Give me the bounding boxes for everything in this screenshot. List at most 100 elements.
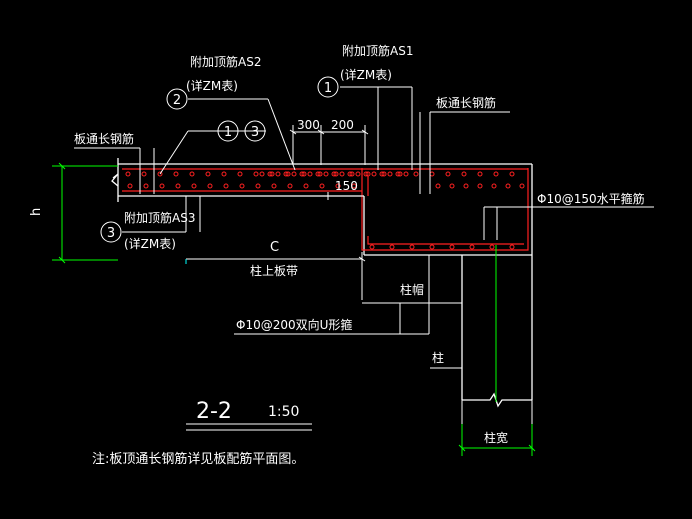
rebar-dot bbox=[291, 171, 297, 177]
rebar-dot bbox=[395, 171, 401, 177]
rebar-dot bbox=[127, 183, 133, 189]
rebar-dot bbox=[509, 171, 515, 177]
rebar-dot bbox=[379, 171, 385, 177]
callout-2-text: 2 bbox=[173, 93, 181, 108]
rebar-dot bbox=[275, 171, 281, 177]
rebar-dot bbox=[381, 171, 387, 177]
rebar-dot bbox=[299, 171, 305, 177]
label-add-top-as2: 附加顶筋AS2 bbox=[190, 54, 261, 69]
rebar-dot bbox=[239, 183, 245, 189]
rebar-dot bbox=[389, 244, 395, 250]
label-u-hoop: Φ10@200双向U形箍 bbox=[236, 317, 352, 332]
dim-c: C bbox=[270, 240, 279, 255]
rebar-dot bbox=[403, 171, 409, 177]
rebar-dot bbox=[509, 244, 515, 250]
rebar-dot bbox=[317, 171, 323, 177]
concrete-outline bbox=[111, 158, 533, 408]
rebar-dot bbox=[237, 171, 243, 177]
label-col-cap: 柱帽 bbox=[400, 282, 424, 297]
rebar-dot bbox=[449, 183, 455, 189]
section-title: 2-2 bbox=[196, 399, 232, 424]
rebar-dot bbox=[463, 183, 469, 189]
rebar-dot bbox=[283, 171, 289, 177]
rebar-dot bbox=[477, 183, 483, 189]
rebar-dot bbox=[519, 183, 525, 189]
rebar-dot bbox=[287, 183, 293, 189]
label-column: 柱 bbox=[432, 350, 444, 365]
rebar-dot bbox=[429, 171, 435, 177]
rebar-dot bbox=[365, 171, 371, 177]
rebar-dot bbox=[387, 171, 393, 177]
rebar-dot bbox=[347, 171, 353, 177]
dim-300: 300 bbox=[297, 118, 320, 132]
rebar-dot bbox=[413, 171, 419, 177]
callout-3-text: 3 bbox=[107, 226, 115, 241]
rebar-dot bbox=[319, 183, 325, 189]
rebar-dot bbox=[271, 183, 277, 189]
callout-13-a-text: 1 bbox=[224, 125, 232, 140]
label-slab-long-right: 板通长钢筋 bbox=[436, 95, 496, 110]
rebar-dot bbox=[143, 183, 149, 189]
rebar-dot bbox=[307, 171, 313, 177]
dim-200: 200 bbox=[331, 118, 354, 132]
rebar-dot bbox=[429, 244, 435, 250]
rebar-dot bbox=[125, 171, 131, 177]
rebar-dot bbox=[445, 171, 451, 177]
rebar-dot bbox=[371, 171, 377, 177]
rebar-dot bbox=[159, 183, 165, 189]
rebar-dot bbox=[409, 244, 415, 250]
rebar-dot bbox=[397, 171, 403, 177]
section-scale: 1:50 bbox=[268, 404, 299, 420]
callout-circle-3: 3 bbox=[100, 221, 122, 243]
callout-1-text: 1 bbox=[324, 81, 332, 96]
label-zm-table-3: (详ZM表) bbox=[124, 236, 176, 251]
rebar-dot bbox=[449, 244, 455, 250]
rebar-dot bbox=[493, 171, 499, 177]
rebar-dot bbox=[315, 171, 321, 177]
rebar-dot bbox=[191, 183, 197, 189]
rebar-dot bbox=[335, 183, 341, 189]
rebar-dot bbox=[491, 183, 497, 189]
rebar-dot bbox=[331, 171, 337, 177]
rebar-dot bbox=[477, 171, 483, 177]
rebar-dot bbox=[435, 183, 441, 189]
dim-h: h bbox=[29, 208, 44, 216]
note-text: 注:板顶通长钢筋详见板配筋平面图。 bbox=[92, 451, 304, 467]
rebar-dot bbox=[207, 183, 213, 189]
rebar-dot bbox=[255, 183, 261, 189]
rebar-dot bbox=[349, 171, 355, 177]
rebar-dot bbox=[141, 171, 147, 177]
rebar-lines bbox=[122, 168, 529, 251]
rebar-dot bbox=[189, 171, 195, 177]
callout-circle-1-top: 1 bbox=[317, 76, 339, 98]
rebar-dot bbox=[253, 171, 259, 177]
rebar-dot bbox=[351, 183, 357, 189]
rebar-dot bbox=[173, 171, 179, 177]
label-col-width: 柱宽 bbox=[484, 430, 508, 445]
rebar-dot bbox=[223, 183, 229, 189]
rebar-dot bbox=[505, 183, 511, 189]
dim-150: 150 bbox=[335, 179, 358, 193]
rebar-dot bbox=[175, 183, 181, 189]
rebar-dot bbox=[333, 171, 339, 177]
rebar-dot bbox=[259, 171, 265, 177]
leader-lines bbox=[74, 86, 654, 432]
rebar-dot bbox=[469, 244, 475, 250]
label-add-top-as3: 附加顶筋AS3 bbox=[124, 210, 195, 225]
rebar-dot bbox=[489, 244, 495, 250]
rebar-dot bbox=[285, 171, 291, 177]
rebar-dot bbox=[269, 171, 275, 177]
green-dimensions bbox=[52, 162, 536, 456]
rebar-dot bbox=[157, 171, 163, 177]
rebar-dot bbox=[369, 244, 375, 250]
callout-circle-2: 2 bbox=[166, 88, 188, 110]
rebar-dot bbox=[363, 171, 369, 177]
rebar-dot bbox=[267, 171, 273, 177]
rebar-dot bbox=[461, 171, 467, 177]
rebar-dot bbox=[301, 171, 307, 177]
callout-circle-1-3: 1 3 bbox=[217, 120, 266, 142]
callout-13-b-text: 3 bbox=[251, 125, 259, 140]
label-zm-table-1: (详ZM表) bbox=[186, 78, 238, 93]
label-col-band: 柱上板带 bbox=[250, 263, 298, 278]
